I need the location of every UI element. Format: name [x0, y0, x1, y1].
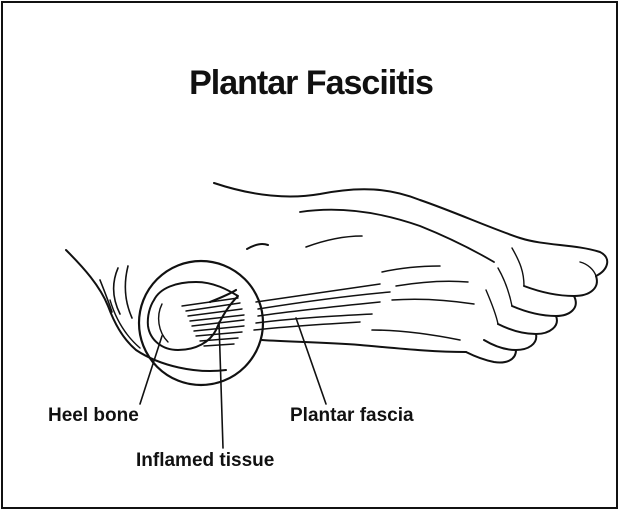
ankle-bump	[247, 244, 268, 249]
label-inflamed-tissue: Inflamed tissue	[136, 450, 274, 472]
sole-outline	[262, 340, 466, 352]
toe-nail	[580, 262, 596, 276]
ankle-line	[306, 236, 362, 247]
toe-2	[512, 296, 576, 316]
heel-contour	[110, 300, 140, 348]
toe-4	[484, 334, 536, 350]
heel-wrinkles	[100, 266, 132, 318]
label-heel-bone: Heel bone	[48, 405, 139, 427]
heel-bone-inner	[159, 304, 168, 342]
toe-5	[466, 350, 516, 363]
leader-plantar-fascia	[296, 318, 326, 404]
magnification-circle	[139, 261, 263, 385]
inflamed-tissue-hatching	[182, 290, 244, 346]
sole-arch	[372, 330, 460, 340]
plantar-fascia-fibers	[254, 266, 474, 330]
foot-top-outline	[214, 183, 607, 276]
big-toe	[524, 276, 597, 296]
toe-creases	[486, 248, 524, 324]
label-plantar-fascia: Plantar fascia	[290, 405, 414, 427]
leader-inflamed-tissue	[219, 322, 223, 448]
toe-3	[498, 316, 557, 334]
